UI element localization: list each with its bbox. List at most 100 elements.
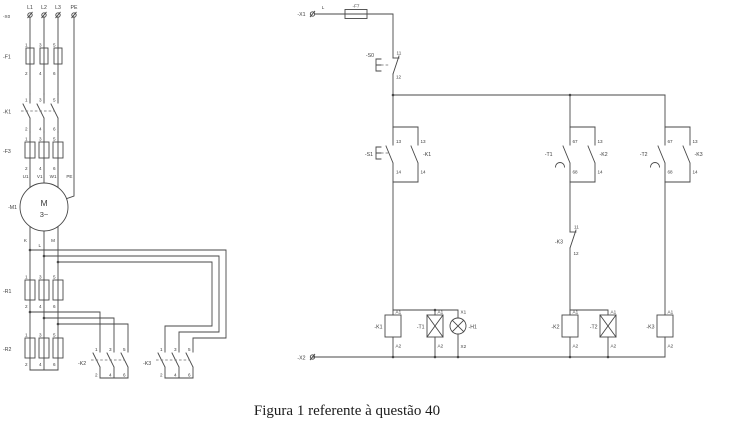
- terminal-number: 3: [39, 43, 42, 48]
- contactor-k1-main-contacts: -K1 1 3 5 2 4 6: [3, 93, 59, 133]
- supply-terminal-strip: -X0 L1 L2 L3 PE: [3, 5, 78, 19]
- terminal-number: 2: [25, 362, 28, 367]
- terminal-number: A2: [611, 344, 617, 349]
- pe-conductor: [65, 16, 75, 200]
- terminal-number: A2: [438, 344, 444, 349]
- terminal-number: 4: [39, 127, 42, 132]
- terminal-number: 11: [397, 51, 402, 56]
- fuse-tag: -F7: [353, 4, 360, 9]
- terminal-number: A1: [573, 310, 579, 315]
- terminal-number: 1: [25, 98, 28, 103]
- terminal-number: 5: [53, 333, 56, 338]
- motor-terminal-label: U1: [23, 174, 29, 179]
- terminal-number: 3: [39, 275, 42, 280]
- terminal-number: 5: [53, 137, 56, 142]
- t1-timed-contact: -T1 67 68: [545, 126, 579, 183]
- terminal-number: 14: [396, 170, 402, 175]
- device-tag: -K1: [423, 152, 431, 158]
- taps-to-k3: [29, 249, 227, 353]
- terminal-tag: -X2: [297, 356, 305, 362]
- terminal-number: 67: [668, 139, 674, 144]
- phase-label-l3: L3: [55, 5, 61, 11]
- terminal-number: 68: [668, 170, 674, 175]
- junction-dots: [391, 355, 610, 359]
- rotor-terminal-label: M: [51, 238, 55, 243]
- device-tag: -S0: [366, 53, 374, 59]
- contactor-tag: -K3: [143, 361, 151, 367]
- stop-button-s0: -S0 11 12: [366, 51, 402, 80]
- pilot-lamp-h1: -H1 X1 X2: [449, 310, 477, 349]
- coil-drop-wires-b: [569, 336, 609, 358]
- terminal-number: 6: [53, 127, 56, 132]
- device-tag: -K2: [600, 152, 608, 158]
- terminal-number: 2: [25, 166, 28, 171]
- time-delay-icon: [555, 162, 565, 168]
- terminal-number: 1: [95, 347, 98, 352]
- rotor-conductors: [29, 226, 59, 371]
- overload-tag: -F3: [3, 149, 11, 155]
- terminal-number: A2: [573, 344, 579, 349]
- terminal-number: 5: [53, 43, 56, 48]
- terminal-number: A1: [668, 310, 674, 315]
- parallel-bars-b: [569, 126, 596, 183]
- fuse-block-f1: -F1 1 3 5 2 4 6: [3, 43, 63, 76]
- device-tag: -K3: [555, 240, 563, 246]
- parallel-bars-c: [664, 126, 691, 183]
- control-fuse-f7: -F7: [344, 4, 368, 19]
- motor-terminal-label: W1: [50, 174, 57, 179]
- motor-terminal-label: PE: [66, 174, 72, 179]
- timer-coil-t1: -T1 A1 A2: [417, 310, 444, 349]
- resistor-tag: -R2: [3, 347, 11, 353]
- motor-letter: M: [40, 198, 47, 208]
- terminal-tag: -X1: [297, 12, 305, 18]
- terminal-number: 6: [123, 373, 126, 378]
- terminal-number: 14: [693, 170, 699, 175]
- terminal-number: 6: [188, 373, 191, 378]
- device-tag: -T2: [590, 325, 598, 331]
- terminal-number: 4: [39, 166, 42, 171]
- coil-feed-bar-a: [392, 309, 459, 319]
- device-tag: -T1: [417, 325, 425, 331]
- phase-label-pe: PE: [71, 5, 78, 11]
- terminal-number: 12: [574, 251, 580, 256]
- terminal-number: 13: [421, 139, 427, 144]
- terminal-number: 1: [25, 333, 28, 338]
- terminal-number: 4: [174, 373, 177, 378]
- terminal-number: A2: [396, 344, 402, 349]
- k1-aux-contact: -K1 13 14: [410, 126, 431, 183]
- resistor-bank-r2: -R2 1 3 5 2 4 6: [3, 333, 64, 367]
- device-tag: -H1: [469, 325, 477, 331]
- motor-tag: -M1: [8, 205, 17, 211]
- terminal-number: 3: [39, 98, 42, 103]
- terminal-number: 13: [693, 139, 699, 144]
- k2-aux-contact: -K2 13 14: [587, 126, 608, 183]
- terminal-number: 4: [39, 304, 42, 309]
- terminal-number: 1: [25, 137, 28, 142]
- contactor-tag: -K2: [78, 361, 86, 367]
- terminal-number: 3: [39, 137, 42, 142]
- terminal-number: 4: [39, 71, 42, 76]
- terminal-number: A1: [396, 310, 402, 315]
- terminal-number: 5: [123, 347, 126, 352]
- contactor-k3-contacts: -K3 1 3 5 2 4 6: [143, 347, 194, 379]
- terminal-number: 1: [25, 275, 28, 280]
- contactor-coil-k2: -K2 A1 A2: [551, 310, 578, 349]
- rotor-terminal-label: K: [24, 238, 28, 243]
- terminal-number: 2: [25, 71, 28, 76]
- contactor-k2-contacts: -K2 1 3 5 2 4 6: [78, 347, 129, 379]
- terminal-number: 13: [598, 139, 604, 144]
- contactor-coil-k1: -K1 A1 A2: [374, 310, 401, 349]
- terminal-number: 67: [573, 139, 579, 144]
- terminal-strip-tag: -X0: [3, 14, 11, 19]
- control-circuit: -X1 L -F7 -S0 11 12 -S1 13: [297, 4, 702, 362]
- k3-aux-contact: -K3 13 14: [682, 126, 703, 183]
- terminal-number: 14: [598, 170, 604, 175]
- motor-phase-mark: 3~: [40, 210, 49, 219]
- phase-label-l2: L2: [41, 5, 47, 11]
- rotor-terminal-label: L: [38, 243, 41, 248]
- terminal-number: 3: [174, 347, 177, 352]
- phase-feeders: [29, 16, 59, 95]
- lamp-icon: [451, 319, 465, 333]
